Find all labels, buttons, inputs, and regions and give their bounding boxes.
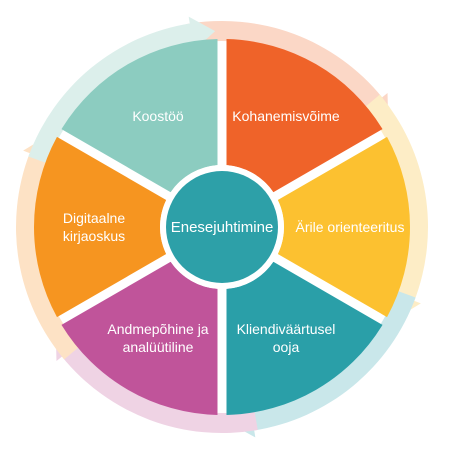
cycle-arrow-arile-orienteeritus bbox=[364, 94, 429, 320]
segment-label-line: Kliendiväärtusel bbox=[237, 321, 336, 337]
segment-label-line: Digitaalne bbox=[63, 210, 125, 226]
segment-label-line: analüütiline bbox=[123, 339, 194, 355]
segment-label-line: Koostöö bbox=[132, 108, 184, 124]
cycle-arrow-digitaalne-kirjaoskus bbox=[15, 134, 80, 360]
segment-label-line: ooja bbox=[273, 339, 300, 355]
segment-label-arile-orienteeritus: Ärile orienteeritus bbox=[296, 219, 405, 235]
center-label: Enesejuhtimine bbox=[171, 219, 274, 236]
segment-label-kliendivaartusel-ooja: Kliendiväärtusel ooja bbox=[237, 321, 336, 355]
segment-label-kohanemisvoime: Kohanemisvõime bbox=[232, 108, 340, 124]
segment-kliendivaartusel-ooja bbox=[226, 261, 383, 415]
segment-label-digitaalne-kirjaoskus: Digitaalne kirjaoskus bbox=[63, 210, 125, 244]
segment-kohanemisvoime bbox=[226, 39, 383, 193]
segment-arile-orienteeritus bbox=[277, 136, 411, 318]
segment-label-andmepohine-ja-analuutiline: Andmepõhine ja analüütiline bbox=[107, 321, 208, 355]
segment-andmepohine-ja-analuutiline bbox=[61, 261, 218, 415]
segment-label-line: Ärile orienteeritus bbox=[296, 219, 405, 235]
segment-label-line: kirjaoskus bbox=[63, 228, 125, 244]
segment-koostoo bbox=[61, 39, 218, 193]
cycle-arrow-koostoo bbox=[28, 16, 216, 164]
segment-label-line: Andmepõhine ja bbox=[107, 321, 208, 337]
wheel-segments bbox=[33, 39, 411, 415]
segment-digitaalne-kirjaoskus bbox=[33, 136, 167, 318]
segment-label-line: Kohanemisvõime bbox=[232, 108, 340, 124]
center-hub-circle bbox=[166, 171, 278, 283]
center-hub: Enesejuhtimine bbox=[160, 165, 284, 289]
segment-label-koostoo: Koostöö bbox=[132, 108, 184, 124]
